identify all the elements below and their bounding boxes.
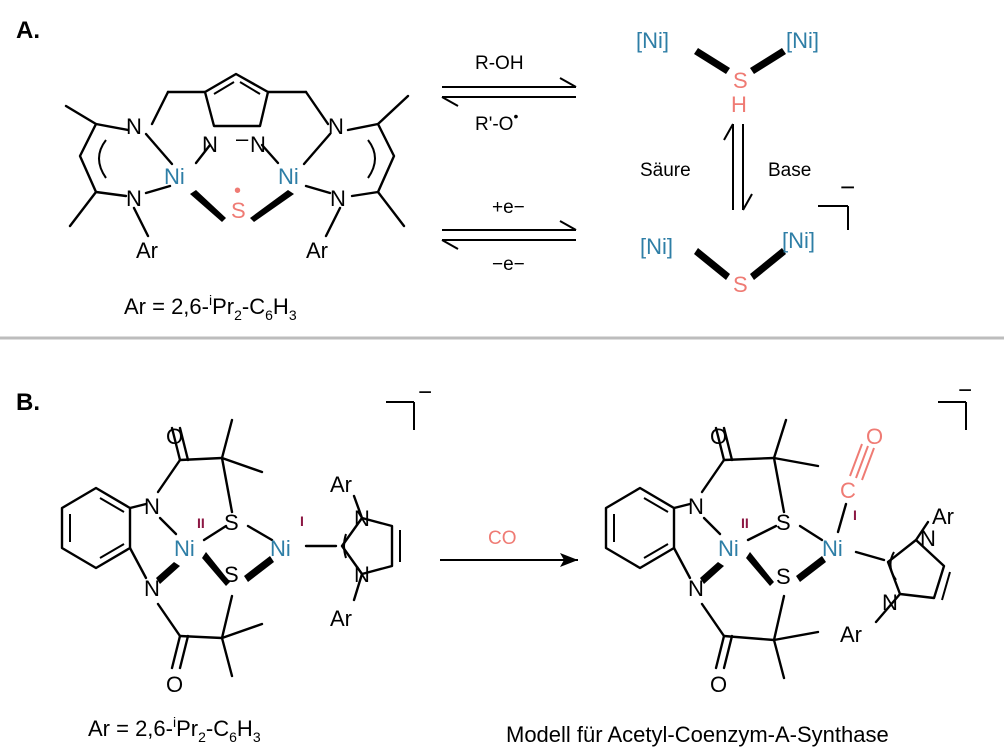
oxidation-state-ii: II [741, 515, 749, 531]
panel-a-aryl-definition: Ar = 2,6-iPr2-C6H3 [124, 292, 297, 323]
aryl-label: Ar [136, 238, 158, 263]
benzene-ring [604, 486, 676, 570]
atom-o: O [710, 672, 727, 697]
atom-s: S [733, 68, 748, 93]
left-nacnac-backbone [64, 104, 98, 228]
anion-bracket-a [818, 205, 849, 230]
anion-bracket-b-left [386, 401, 415, 430]
ni-s-wedge-right [250, 190, 294, 222]
atom-s: S [733, 272, 748, 297]
equilibrium-arrow-vertical [723, 123, 753, 211]
atom-n: N [126, 114, 142, 139]
pyrazole-ring [203, 72, 270, 128]
sulfido-species [694, 248, 786, 280]
equilibrium-arrow-top [441, 77, 577, 107]
radical-dot: • [234, 180, 241, 202]
atom-o-carbonyl: O [866, 424, 883, 449]
left-nacnac-delocalization [98, 139, 107, 179]
anion-charge: − [840, 172, 855, 202]
atom-n: N [330, 186, 346, 211]
oxidation-label: −e− [492, 254, 525, 275]
reagent-r-o-radical: R'-O• [475, 108, 518, 135]
ni-fragment-label: [Ni] [782, 228, 815, 253]
panel-a-complex [64, 72, 410, 238]
atom-s: S [776, 564, 791, 589]
ni-fragment-label: [Ni] [640, 234, 673, 259]
panel-b-label: B. [16, 389, 40, 416]
atom-ni: Ni [270, 536, 291, 561]
atom-n: N [354, 506, 370, 531]
n-n-bond: – [236, 126, 249, 151]
atom-n: N [126, 186, 142, 211]
ni-s-wedge-left [190, 190, 226, 222]
reagent-co: CO [488, 528, 517, 549]
panel-b-aryl-definition: Ar = 2,6-iPr2-C6H3 [88, 714, 261, 745]
anion-charge: − [958, 377, 972, 404]
atom-n: N [688, 576, 704, 601]
atom-s: S [776, 510, 791, 535]
base-label: Base [768, 160, 811, 181]
atom-n: N [688, 494, 704, 519]
panel-b-co-adduct [604, 418, 951, 680]
atom-n: N [250, 132, 266, 157]
reduction-label: +e− [492, 197, 525, 218]
acid-label: Säure [640, 160, 691, 181]
atom-n: N [202, 132, 218, 157]
imidazolylidene-ring [886, 538, 946, 600]
reaction-arrow-co [440, 553, 578, 567]
anion-bracket-b-right [938, 401, 967, 430]
atom-c-carbonyl: C [840, 478, 856, 503]
aryl-label: Ar [932, 504, 954, 529]
atom-o: O [166, 672, 183, 697]
panel-b-starting-complex [60, 418, 401, 678]
atom-n: N [882, 590, 898, 615]
panel-a-label: A. [16, 17, 40, 44]
atom-h: H [731, 92, 747, 117]
atom-ni: Ni [164, 164, 185, 189]
right-nacnac-delocalization [367, 139, 376, 179]
oxidation-state-ii: II [197, 515, 205, 531]
aryl-label: Ar [330, 606, 352, 631]
atom-o: O [166, 424, 183, 449]
atom-n: N [920, 526, 936, 551]
oxidation-state-i: I [300, 513, 304, 529]
aryl-label: Ar [840, 622, 862, 647]
atom-ni: Ni [718, 536, 739, 561]
atom-ni: Ni [278, 164, 299, 189]
atom-n: N [144, 494, 160, 519]
reagent-r-oh: R-OH [475, 53, 524, 74]
atom-ni: Ni [822, 536, 843, 561]
atom-s: S [231, 198, 246, 223]
anion-charge: − [418, 379, 432, 406]
benzene-ring [60, 486, 132, 570]
atom-o: O [710, 424, 727, 449]
equilibrium-arrow-bottom [441, 220, 577, 250]
atom-n: N [144, 576, 160, 601]
ni-fragment-label: [Ni] [786, 28, 819, 53]
atom-n: N [354, 562, 370, 587]
hydrosulfido-species [694, 48, 786, 74]
imidazolylidene-ring [340, 516, 394, 576]
oxidation-state-i: I [853, 507, 857, 523]
ni-fragment-label: [Ni] [636, 28, 669, 53]
model-caption: Modell für Acetyl-Coenzym-A-Synthase [506, 722, 889, 747]
atom-s: S [224, 510, 239, 535]
aryl-label: Ar [330, 472, 352, 497]
atom-n: N [328, 114, 344, 139]
atom-ni: Ni [174, 536, 195, 561]
right-nacnac-backbone [376, 94, 410, 228]
aryl-label: Ar [306, 238, 328, 263]
atom-s: S [224, 562, 239, 587]
